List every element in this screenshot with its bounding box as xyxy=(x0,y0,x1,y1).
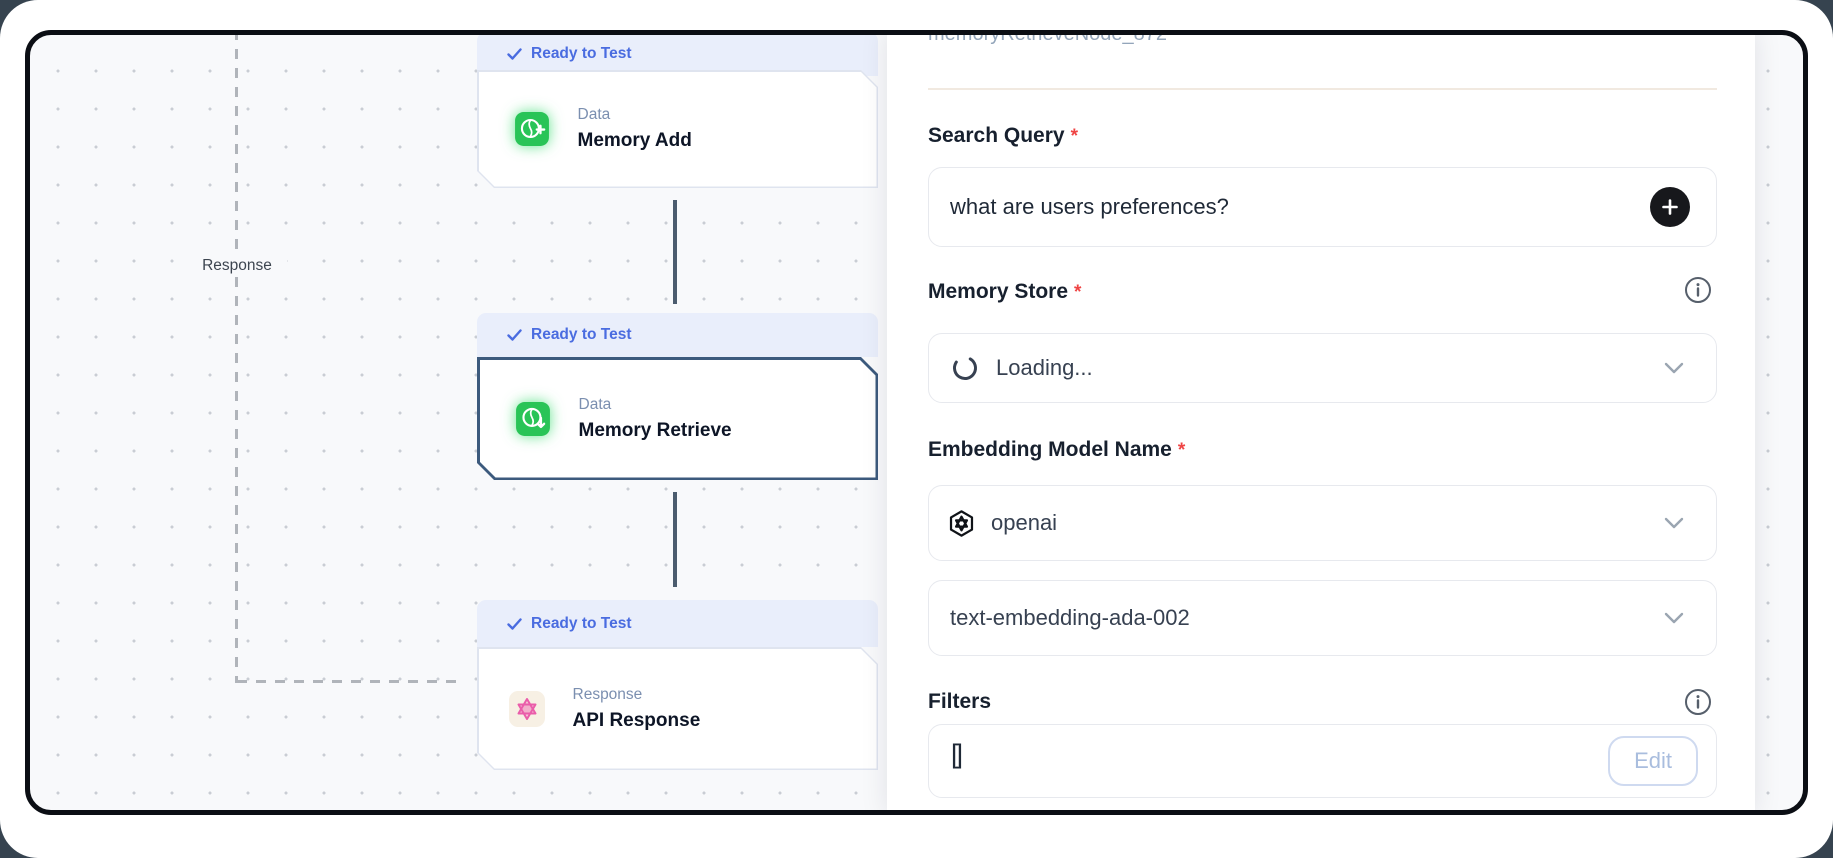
embedding-provider-select[interactable]: openai xyxy=(928,485,1717,561)
node-status-text: Ready to Test xyxy=(531,614,632,632)
required-mark: * xyxy=(1074,282,1082,303)
node-category: Data xyxy=(578,395,612,413)
connector-line xyxy=(673,492,677,587)
loading-spinner-icon xyxy=(953,356,977,380)
edit-filters-button[interactable]: Edit xyxy=(1608,736,1698,786)
api-response-icon xyxy=(509,691,545,727)
node-card-selected[interactable]: Data Memory Retrieve xyxy=(477,357,878,480)
search-query-value: what are users preferences? xyxy=(950,194,1229,219)
response-edge-horizontal xyxy=(237,680,463,683)
chevron-down-icon xyxy=(1664,517,1684,529)
memory-store-value: Loading... xyxy=(996,355,1093,380)
edge-label-response: Response xyxy=(187,256,287,276)
openai-logo-icon xyxy=(949,509,974,537)
node-title: Memory Add xyxy=(577,130,692,151)
embedding-model-select[interactable]: text-embedding-ada-002 xyxy=(928,580,1717,656)
filters-value: [] xyxy=(951,739,963,769)
embedding-provider-value: openai xyxy=(991,510,1058,535)
node-card[interactable]: Response API Response xyxy=(477,647,878,770)
node-status-badge: Ready to Test xyxy=(477,32,878,76)
info-icon[interactable] xyxy=(1684,688,1712,716)
search-query-input[interactable]: what are users preferences? xyxy=(928,167,1717,247)
required-mark: * xyxy=(1177,440,1186,461)
memory-store-label: Memory Store* xyxy=(928,280,1082,303)
embedding-model-label: Embedding Model Name* xyxy=(928,438,1186,461)
memory-add-icon xyxy=(514,111,550,147)
connector-line xyxy=(673,200,677,304)
search-query-label: Search Query* xyxy=(928,124,1078,147)
node-category: Data xyxy=(577,106,611,123)
node-title: Memory Retrieve xyxy=(578,419,732,441)
node-title: API Response xyxy=(572,709,701,731)
check-icon xyxy=(507,48,522,60)
filters-field[interactable]: [] Edit xyxy=(928,724,1717,798)
node-status-text: Ready to Test xyxy=(531,45,632,62)
node-status-text: Ready to Test xyxy=(531,326,632,343)
check-icon xyxy=(507,617,522,630)
add-variable-button[interactable] xyxy=(1650,187,1690,227)
properties-panel: memoryRetrieveNode_872 Search Query* wha… xyxy=(887,30,1755,815)
panel-node-id: memoryRetrieveNode_872 xyxy=(928,30,1168,45)
panel-divider xyxy=(928,88,1717,90)
chevron-down-icon xyxy=(1664,362,1684,374)
required-mark: * xyxy=(1070,126,1078,147)
plus-icon xyxy=(1662,199,1678,215)
embedding-model-value: text-embedding-ada-002 xyxy=(950,605,1190,630)
info-icon[interactable] xyxy=(1684,276,1712,304)
node-status-badge: Ready to Test xyxy=(477,600,878,647)
memory-retrieve-icon xyxy=(515,401,551,437)
response-edge-vertical xyxy=(235,30,238,683)
filters-label: Filters xyxy=(928,690,992,713)
chevron-down-icon xyxy=(1664,612,1684,624)
memory-store-select[interactable]: Loading... xyxy=(928,333,1717,403)
node-category: Response xyxy=(572,685,643,703)
check-icon xyxy=(507,329,522,341)
app-window: Response Ready to Test xyxy=(25,30,1808,815)
node-status-badge: Ready to Test xyxy=(477,313,878,357)
node-card[interactable]: Data Memory Add xyxy=(477,70,878,188)
